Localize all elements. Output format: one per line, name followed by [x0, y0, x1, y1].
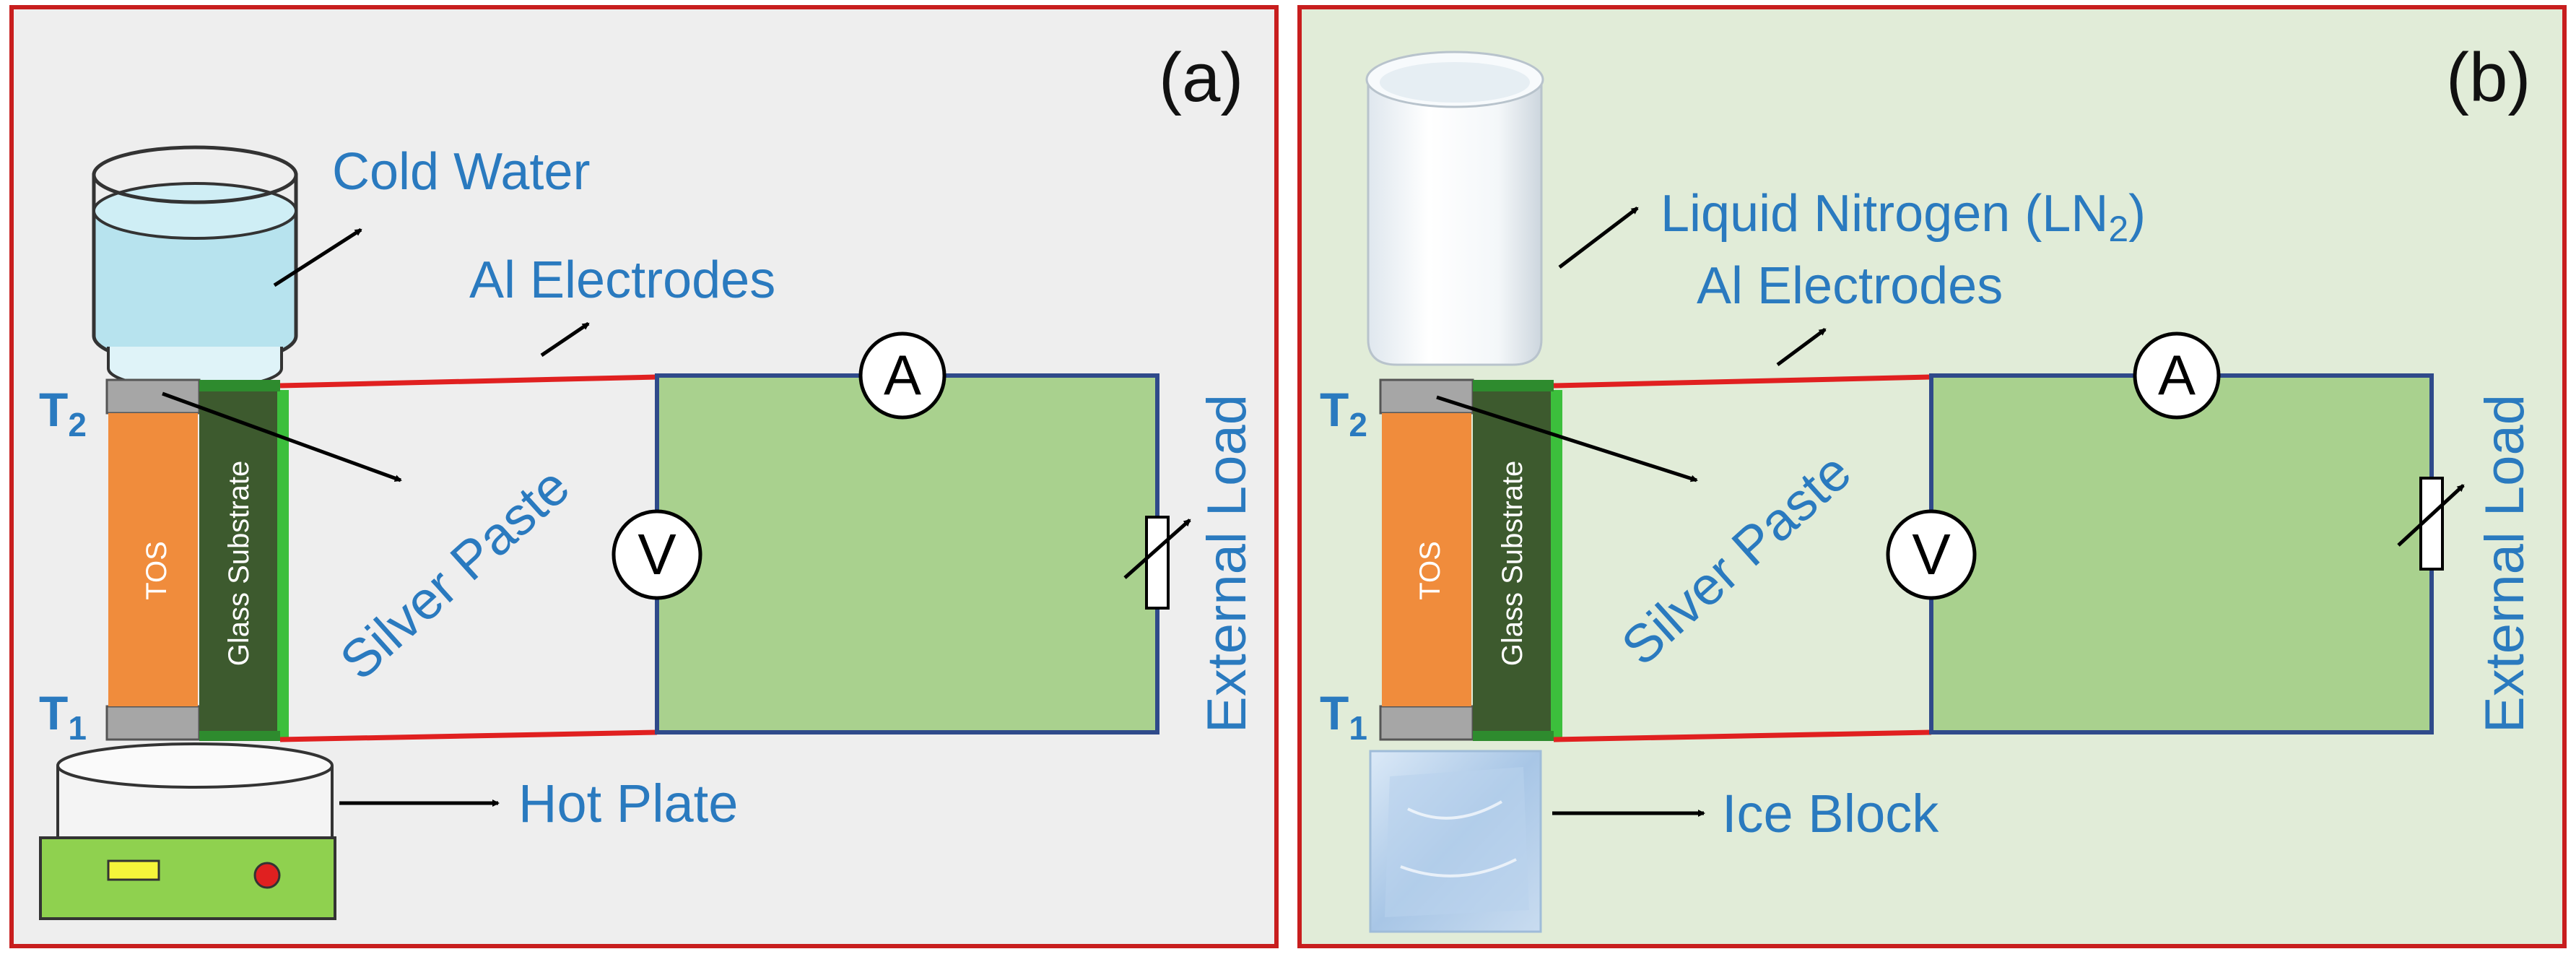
external-load-label: External Load	[1196, 394, 1258, 733]
tos-film	[108, 413, 198, 706]
cold-water-label: Cold Water	[332, 143, 590, 201]
top-electrode	[1473, 380, 1554, 391]
panel-tag: (b)	[2446, 39, 2531, 116]
silver-paste-top	[105, 378, 201, 415]
top-wire	[1553, 374, 1932, 389]
glass-substrate	[1473, 381, 1551, 740]
silver-paste-bottom	[105, 705, 201, 741]
panel-a: (a) Cold Water Al Electrodes TOS Glass S…	[9, 5, 1279, 948]
silver-paste-arrow	[1436, 395, 1698, 482]
bottom-electrode	[199, 731, 280, 741]
substrate-label: Glass Substrate	[223, 461, 255, 667]
external-load-resistor	[1123, 516, 1191, 610]
substrate-edge	[1551, 390, 1562, 740]
glass-substrate	[199, 381, 277, 740]
voltmeter: V	[612, 509, 702, 600]
bottom-wire	[279, 729, 658, 742]
ice-block-label: Ice Block	[1722, 784, 1939, 844]
circuit-box	[1929, 373, 2434, 734]
bottom-electrode	[1473, 731, 1554, 741]
t2-label: T2	[39, 383, 87, 443]
panel-b: (b) Liquid Nitrogen (LN2) Al Electrodes …	[1297, 5, 2567, 948]
ln2-arrow	[1558, 207, 1639, 269]
hot-plate-display	[107, 859, 160, 881]
voltmeter: V	[1886, 509, 1977, 600]
electrodes-arrow	[1776, 327, 1827, 367]
electrodes-label: Al Electrodes	[1697, 257, 2003, 315]
ln2-label: Liquid Nitrogen (LN2)	[1661, 185, 2146, 249]
device-stack: TOS Glass Substrate	[105, 378, 289, 741]
ammeter: A	[858, 332, 947, 420]
cold-water-beaker	[92, 145, 298, 390]
hot-plate-label: Hot Plate	[518, 774, 738, 833]
external-load-label: External Load	[2474, 394, 2536, 733]
ln2-beaker	[1365, 51, 1544, 366]
hot-plate	[39, 742, 336, 920]
t1-label: T1	[39, 686, 87, 747]
silver-paste-bottom	[1379, 705, 1474, 741]
cold-water-arrow	[273, 228, 362, 287]
electrodes-label: Al Electrodes	[469, 251, 775, 309]
silver-paste-arrow	[162, 391, 402, 482]
substrate-edge	[277, 390, 289, 740]
silver-paste-top	[1379, 378, 1474, 415]
ammeter-symbol: A	[884, 343, 921, 407]
tos-label: TOS	[1414, 541, 1446, 600]
top-wire	[279, 374, 658, 389]
t2-label: T2	[1320, 383, 1367, 443]
ice-block	[1369, 750, 1542, 933]
external-load-resistor	[2397, 477, 2465, 571]
voltmeter-symbol: V	[638, 522, 676, 586]
t1-label: T1	[1320, 686, 1367, 747]
voltmeter-symbol: V	[1912, 522, 1951, 586]
substrate-label: Glass Substrate	[1497, 461, 1528, 667]
tos-film	[1382, 413, 1471, 706]
bottom-wire	[1553, 729, 1932, 742]
ammeter: A	[2133, 332, 2221, 420]
device-stack: TOS Glass Substrate	[1379, 378, 1562, 741]
electrodes-arrow	[540, 321, 590, 358]
ammeter-symbol: A	[2158, 343, 2196, 407]
hot-plate-knob	[253, 862, 281, 889]
tos-label: TOS	[141, 541, 173, 600]
top-electrode	[199, 380, 280, 391]
panel-tag: (a)	[1159, 39, 1243, 116]
circuit-box	[655, 373, 1159, 734]
